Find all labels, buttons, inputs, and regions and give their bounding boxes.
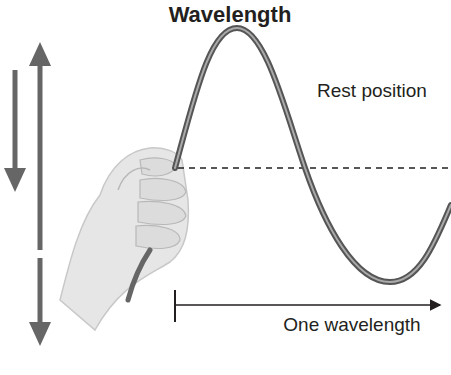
- dimension-arrow: [175, 304, 440, 306]
- diagram-title: Wavelength: [80, 2, 380, 27]
- hand: [60, 148, 188, 330]
- annotation-label: Rest position: [317, 80, 427, 102]
- wave-highlight: [175, 28, 451, 282]
- dimension-tick: [174, 290, 176, 322]
- rope-tail: [128, 250, 150, 300]
- wave-rope: [175, 28, 451, 282]
- annotation-label: One wavelength: [282, 314, 422, 336]
- rest-line: [178, 167, 451, 169]
- motion-arrows: [4, 42, 51, 346]
